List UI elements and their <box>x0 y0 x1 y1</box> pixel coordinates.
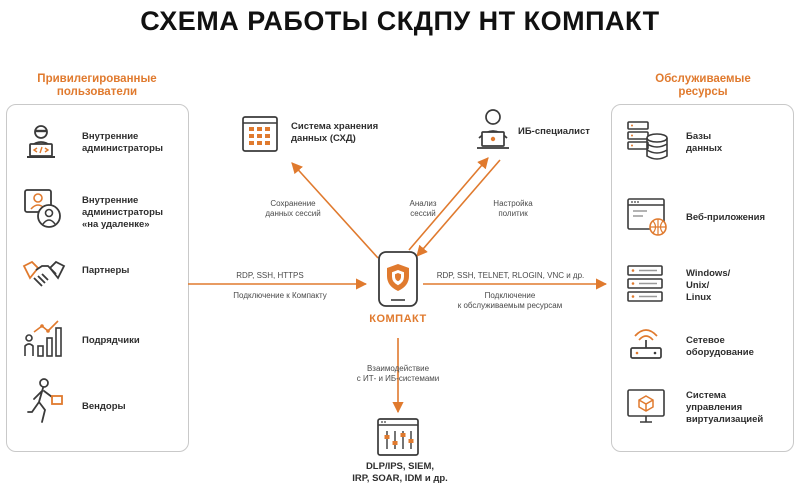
storage-label: Система хранения данных (СХД) <box>291 121 379 144</box>
right-item-os: Windows/ Unix/ Linux <box>686 268 731 303</box>
arrow-ib-to-kompakt <box>416 159 501 257</box>
web-app-icon <box>627 198 667 236</box>
security-systems-icon <box>377 418 419 456</box>
vendor-walking-icon <box>27 378 63 423</box>
edge-label-left-connect: Подключение к Компакту <box>233 291 327 300</box>
hacker-laptop-icon <box>27 125 55 158</box>
arrow-kompakt-to-ib <box>408 157 489 251</box>
left-item-contractors: Подрядчики <box>82 335 140 346</box>
edge-label-save-sessions: Сохранение данных сессий <box>265 199 321 218</box>
edge-label-configure-policies: Настройка политик <box>493 199 533 218</box>
left-item-vendors: Вендоры <box>82 401 126 412</box>
ib-specialist-label: ИБ-специалист <box>518 126 590 137</box>
kompakt-label: КОМПАКТ <box>369 313 427 325</box>
edge-label-analyze-sessions: Анализ сессий <box>409 199 437 218</box>
systems-label: DLP/IPS, SIEM, IRP, SOAR, IDM и др. <box>352 461 448 484</box>
handshake-icon <box>22 260 66 287</box>
database-icon <box>627 121 668 160</box>
contractor-chart-icon <box>24 320 62 357</box>
remote-admin-icon <box>24 189 61 228</box>
left-panel-heading: Привилегированные пользователи <box>37 73 157 98</box>
edge-label-right-protocols: RDP, SSH, TELNET, RLOGIN, VNC и др. <box>436 271 585 280</box>
right-item-network: Сетевое оборудование <box>686 335 754 358</box>
router-icon <box>630 329 662 359</box>
left-item-remote-admins: Внутренние администраторы «на удаленке» <box>82 195 164 230</box>
edge-label-interaction: Взаимодействие с ИТ- и ИБ-системами <box>356 364 440 383</box>
virtualization-icon <box>627 389 665 423</box>
left-item-internal-admins: Внутренние администраторы <box>82 131 164 154</box>
ib-specialist-icon <box>477 109 509 149</box>
resources-panel <box>611 104 794 452</box>
kompakt-device-icon <box>378 251 418 307</box>
storage-icon <box>242 116 278 152</box>
left-item-partners: Партнеры <box>82 265 130 276</box>
right-item-virtualization: Система управления виртуализацией <box>686 390 764 425</box>
edge-label-left-protocols: RDP, SSH, HTTPS <box>236 271 304 280</box>
right-item-databases: Базы данных <box>686 131 723 154</box>
right-item-web-apps: Веб-приложения <box>686 212 766 223</box>
edge-label-right-connect: Подключение к обслуживаемым ресурсам <box>457 291 563 310</box>
right-panel-heading: Обслуживаемые ресурсы <box>655 73 751 98</box>
server-rack-icon <box>627 265 663 302</box>
privileged-users-panel <box>6 104 189 452</box>
page-title: СХЕМА РАБОТЫ СКДПУ НТ КОМПАКТ <box>140 6 660 36</box>
arrow-kompakt-to-storage <box>291 162 379 259</box>
